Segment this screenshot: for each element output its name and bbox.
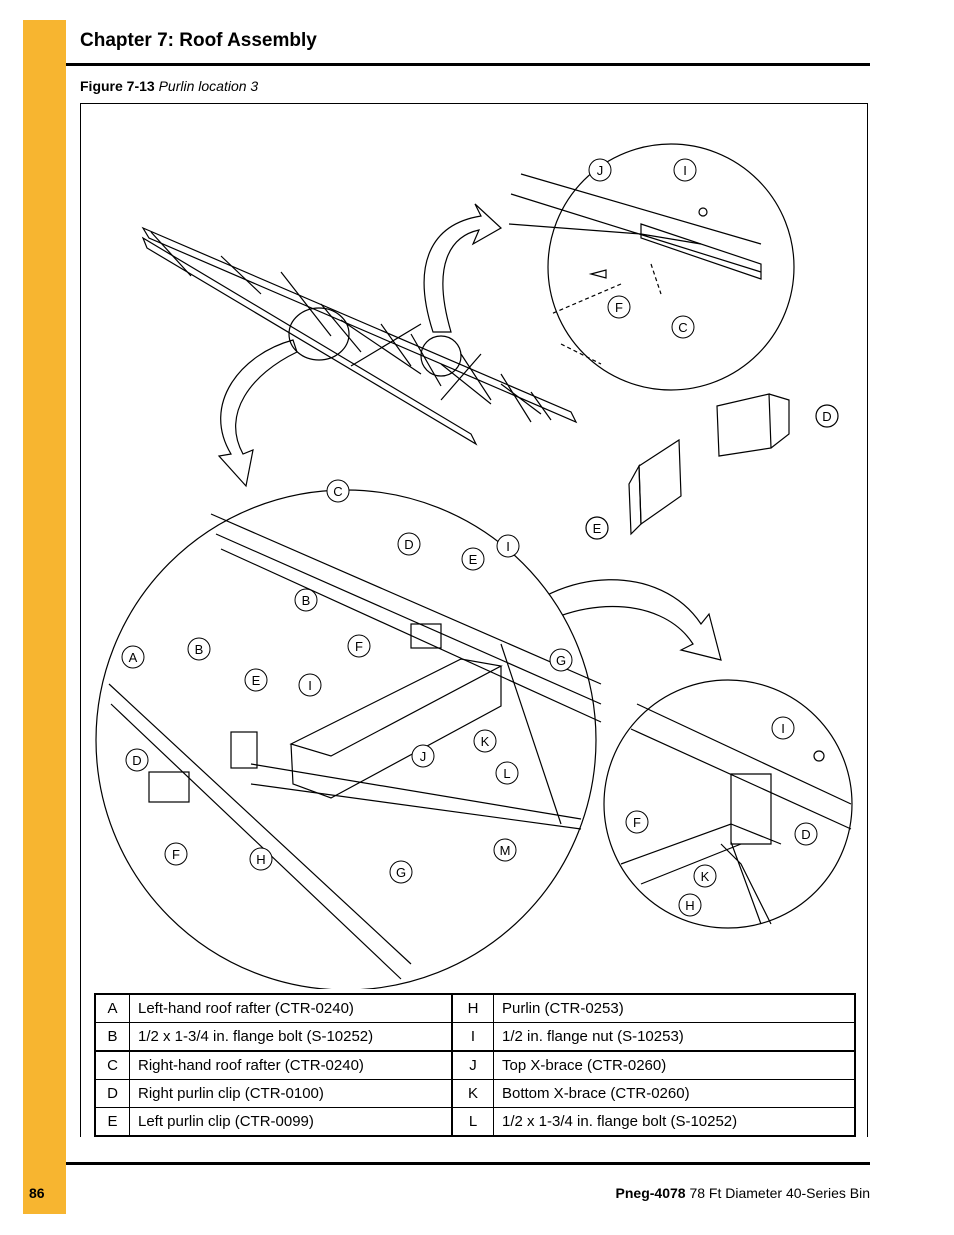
legend-key: C	[94, 1050, 130, 1080]
legend-key: A	[94, 993, 130, 1023]
footer-doc-id: Pneg-4078	[615, 1185, 686, 1201]
callout-g-bottom: G	[396, 865, 406, 880]
callout-i-right: I	[781, 721, 785, 736]
right-detail-view	[603, 679, 853, 929]
legend-key: J	[451, 1050, 494, 1080]
callout-f-top: F	[615, 300, 623, 315]
figure-title: Purlin location 3	[158, 78, 259, 94]
legend-desc: Right-hand roof rafter (CTR-0240)	[129, 1050, 453, 1080]
header-rule	[66, 63, 870, 66]
legend-desc: Top X-brace (CTR-0260)	[493, 1050, 856, 1080]
main-detail-callouts: C B D E I F A B E I G D K J L M F H G	[121, 479, 573, 884]
purlin-clip-e: E	[585, 438, 682, 540]
callout-k-main: K	[481, 734, 490, 749]
legend-row: A Left-hand roof rafter (CTR-0240) H Pur…	[94, 993, 856, 1023]
callout-c-top: C	[678, 320, 687, 335]
legend-desc: 1/2 x 1-3/4 in. flange bolt (S-10252)	[493, 1107, 856, 1137]
legend-desc: Left-hand roof rafter (CTR-0240)	[129, 993, 453, 1023]
top-detail-callouts: J I F C	[588, 158, 697, 339]
legend-desc: 1/2 x 1-3/4 in. flange bolt (S-10252)	[129, 1022, 453, 1052]
arrow-to-top-detail	[423, 203, 503, 333]
chapter-title: Chapter 7: Roof Assembly	[80, 30, 317, 51]
legend-row: D Right purlin clip (CTR-0100) K Bottom …	[94, 1079, 856, 1108]
callout-d-clip: D	[822, 409, 831, 424]
legend-key: E	[94, 1107, 130, 1137]
legend-row: B 1/2 x 1-3/4 in. flange bolt (S-10252) …	[94, 1022, 856, 1052]
legend-row: C Right-hand roof rafter (CTR-0240) J To…	[94, 1050, 856, 1080]
callout-i-top: I	[683, 163, 687, 178]
callout-h-right: H	[685, 898, 694, 913]
callout-d-main: D	[404, 537, 413, 552]
main-detail-view	[95, 489, 602, 989]
purlin-clip-d: D	[716, 393, 839, 457]
callout-e-clip: E	[593, 521, 602, 536]
legend-desc: Bottom X-brace (CTR-0260)	[493, 1079, 856, 1108]
legend-desc: Right purlin clip (CTR-0100)	[129, 1079, 453, 1108]
callout-l-main: L	[503, 766, 510, 781]
figure-number: Figure 7-13	[80, 78, 155, 94]
chapter-tab-sidebar	[23, 20, 66, 1214]
legend-key: I	[451, 1022, 494, 1052]
callout-h-main: H	[256, 852, 265, 867]
callout-d-left: D	[132, 753, 141, 768]
callout-f-right: F	[633, 815, 641, 830]
callout-b-left: B	[195, 642, 204, 657]
callout-j-top: J	[597, 163, 604, 178]
arrow-to-main-detail	[217, 339, 298, 488]
callout-g-right: G	[556, 653, 566, 668]
footer-doc-info: Pneg-4078 78 Ft Diameter 40-Series Bin	[616, 1185, 870, 1201]
parts-legend-table: A Left-hand roof rafter (CTR-0240) H Pur…	[94, 993, 856, 1137]
legend-row: E Left purlin clip (CTR-0099) L 1/2 x 1-…	[94, 1107, 856, 1137]
legend-key: L	[451, 1107, 494, 1137]
callout-a-main: A	[129, 650, 138, 665]
legend-key: K	[451, 1079, 494, 1108]
footer-doc-title: 78 Ft Diameter 40-Series Bin	[689, 1185, 870, 1201]
figure-caption: Figure 7-13 Purlin location 3	[80, 78, 258, 94]
callout-m-main: M	[500, 843, 511, 858]
callout-f-left: F	[172, 847, 180, 862]
rafter-truss	[141, 226, 578, 446]
callout-k-right: K	[701, 869, 710, 884]
legend-key: D	[94, 1079, 130, 1108]
top-detail-view	[508, 143, 795, 391]
callout-e-main: E	[469, 552, 478, 567]
callout-i-left: I	[308, 678, 312, 693]
page-number: 86	[29, 1185, 45, 1201]
figure-frame	[80, 103, 868, 1137]
footer-rule	[66, 1162, 870, 1165]
arrow-to-right-detail	[500, 579, 722, 661]
callout-e-left: E	[252, 673, 261, 688]
callout-b-main: B	[302, 593, 311, 608]
legend-desc: Purlin (CTR-0253)	[493, 993, 856, 1023]
legend-key: B	[94, 1022, 130, 1052]
legend-desc: 1/2 in. flange nut (S-10253)	[493, 1022, 856, 1052]
callout-j-main: J	[420, 749, 427, 764]
legend-desc: Left purlin clip (CTR-0099)	[129, 1107, 453, 1137]
legend-key: H	[451, 993, 494, 1023]
right-detail-callouts: I F D K H	[625, 716, 818, 917]
callout-f-main: F	[355, 639, 363, 654]
callout-d-right: D	[801, 827, 810, 842]
purlin-location-illustration: J I F C D E C B D E I F A B E I G	[95, 143, 853, 989]
callout-i-main: I	[506, 539, 510, 554]
callout-c-main: C	[333, 484, 342, 499]
